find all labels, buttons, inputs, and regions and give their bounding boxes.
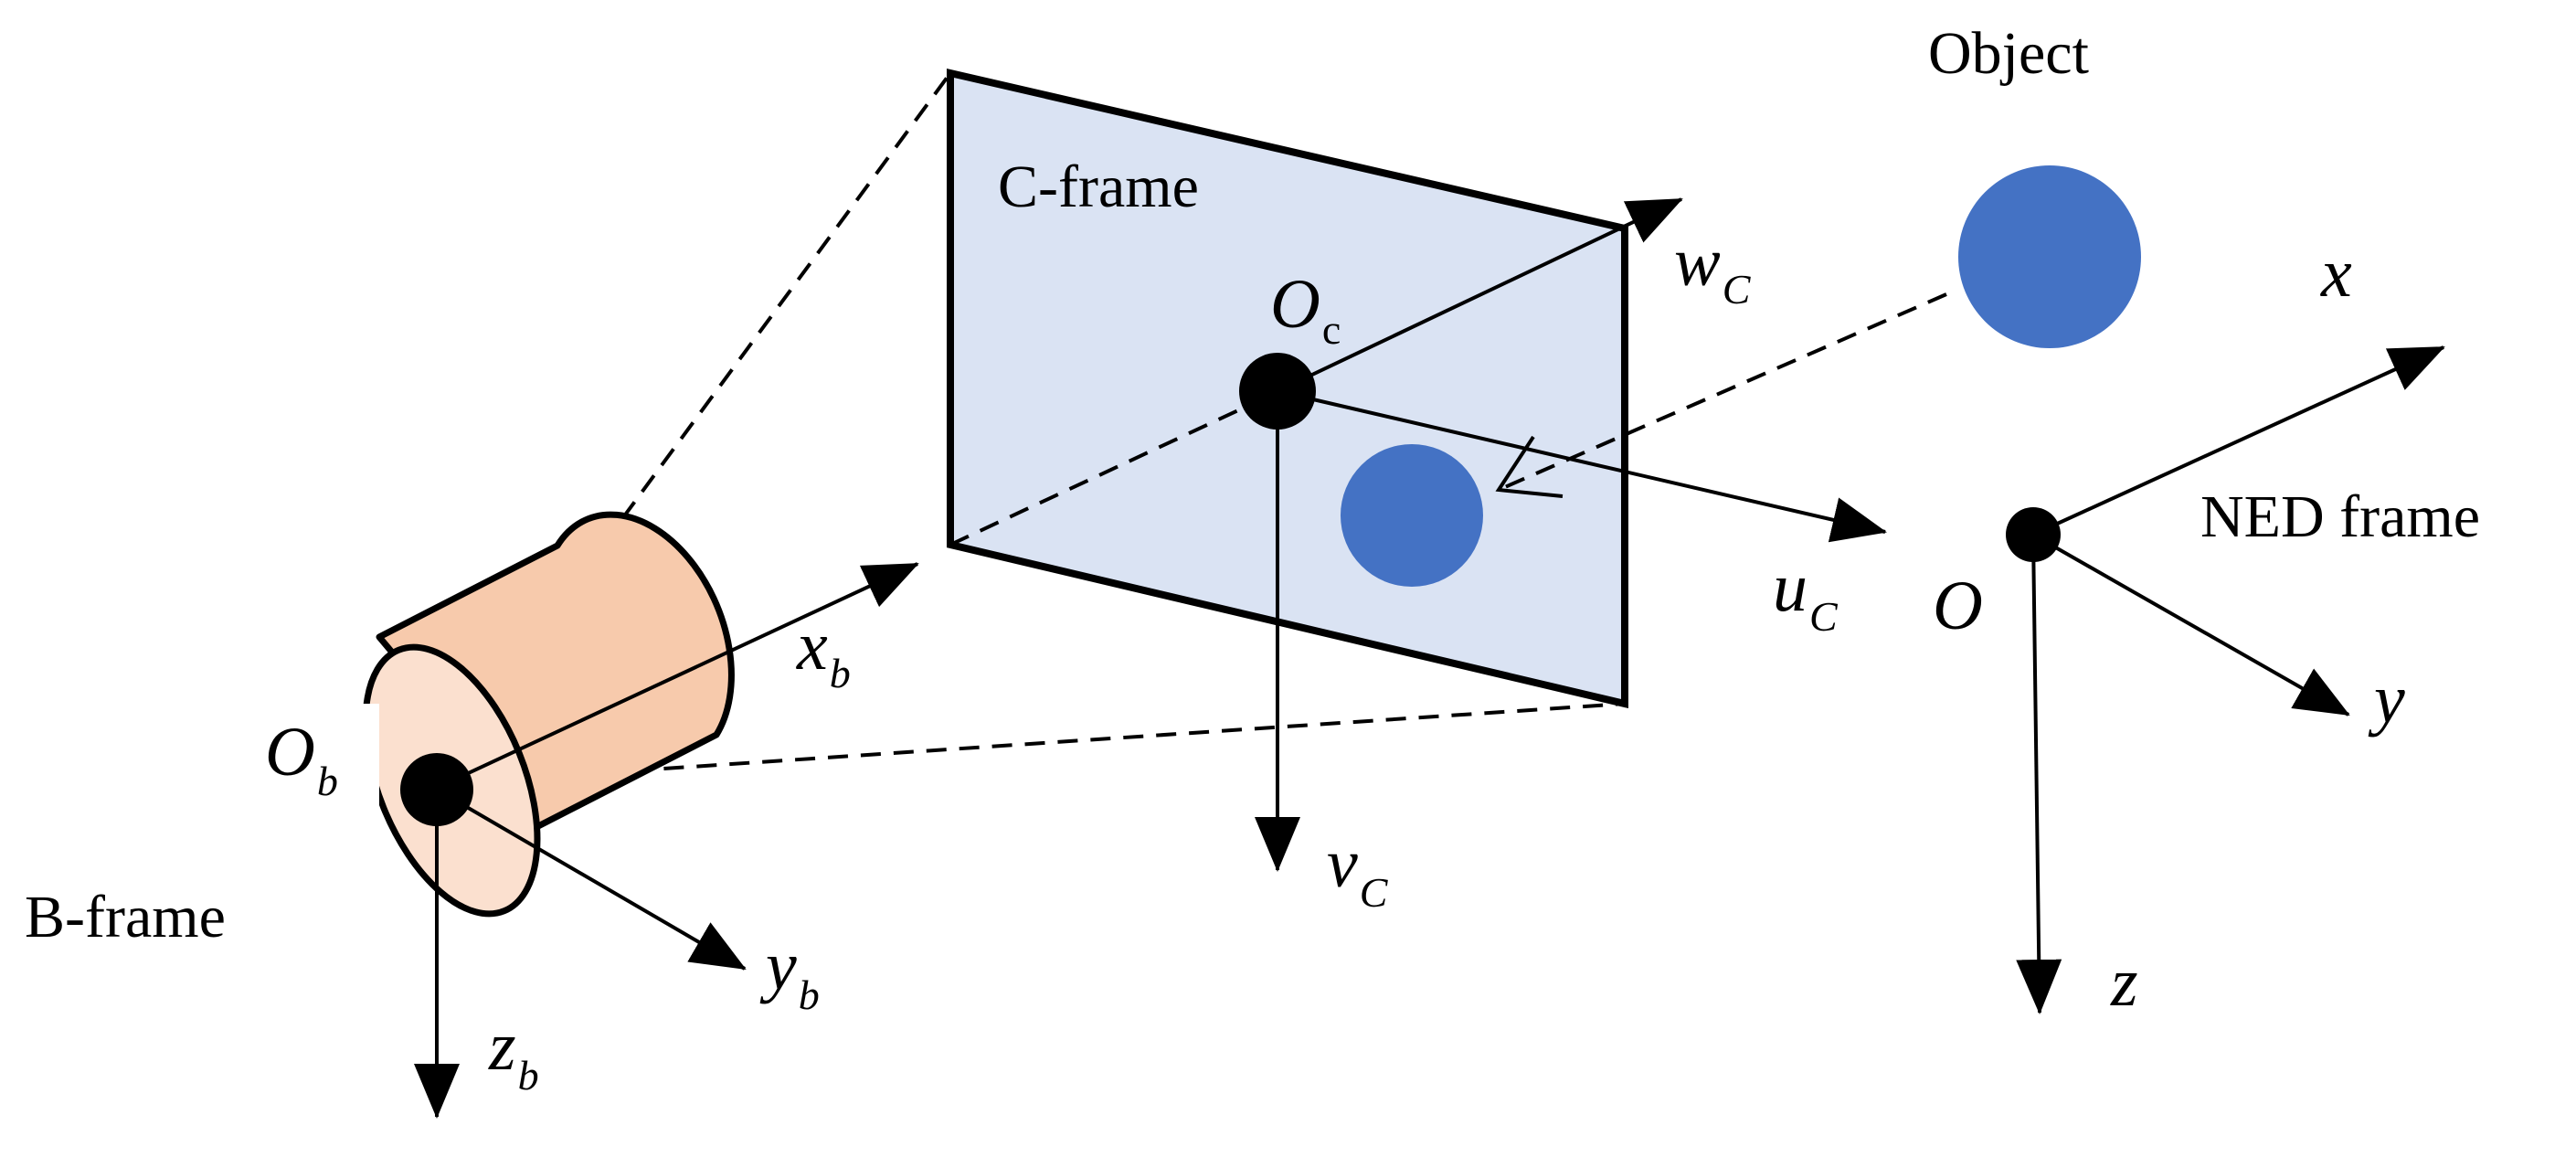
ned-frame-label: NED frame [2200,483,2480,550]
y-b-label: yb [759,928,820,1018]
x-b-label: xb [796,608,851,696]
ned-z-label: z [2110,944,2138,1021]
ned-origin-point [2006,507,2061,562]
w-c-label: wC [1674,224,1752,313]
projection-ray-arrowhead [1495,435,1564,498]
camera-body [324,511,735,918]
ned-z-axis [2016,534,2062,1014]
projection-line-top [601,71,952,547]
v-c-label: vC [1327,825,1389,916]
x-b-axis [436,562,919,790]
u-c-label: uC [1773,549,1839,640]
origin-b-point [400,753,473,826]
ned-y-axis [2032,533,2350,716]
projected-object [1341,444,1483,587]
origin-c-label: Oc [1270,266,1341,353]
ned-y-label: y [2368,661,2405,738]
object-circle [1958,165,2141,348]
ned-x-axis [2032,345,2445,536]
y-b-axis [435,788,747,971]
image-plane-diagonal-dashed [949,389,1280,547]
ned-origin-label: O [1933,568,1983,644]
b-frame-label: B-frame [25,884,226,950]
origin-c-point [1239,353,1316,430]
origin-b-label: Ob [265,714,338,804]
z-b-label: zb [488,1008,539,1099]
object-label: Object [1928,20,2089,87]
c-frame-label: C-frame [998,154,1199,220]
ned-x-label: x [2320,235,2352,312]
u-c-axis [1277,389,1887,543]
w-c-axis [1277,197,1683,393]
object-projection-ray [1498,292,1947,492]
